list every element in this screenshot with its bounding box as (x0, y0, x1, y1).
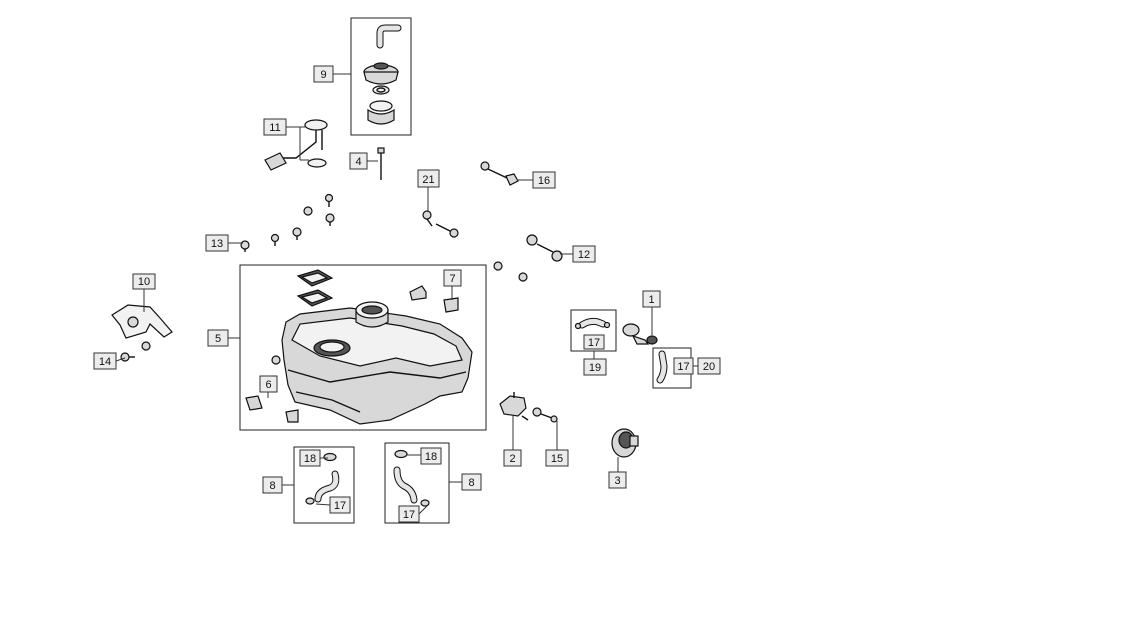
callout-18-left-text: 18 (304, 453, 316, 465)
hose-kit-8-left-part (305, 452, 340, 505)
callout-3: 3 (608, 471, 627, 489)
callout-11: 11 (263, 118, 287, 136)
callout-9: 9 (313, 65, 334, 83)
callout-2-text: 2 (509, 453, 515, 465)
hose-kit-8-right-part (393, 449, 430, 507)
fitting-16-part (480, 161, 519, 186)
callout-8-left-text: 8 (269, 480, 275, 492)
callout-17-kit8-right-text: 17 (403, 509, 415, 521)
callout-5: 5 (207, 329, 229, 347)
callout-7-text: 7 (449, 273, 455, 285)
callout-15: 15 (545, 449, 569, 467)
callout-8-right: 8 (461, 473, 482, 491)
callout-20: 20 (697, 357, 721, 375)
callout-17-kit19-text: 17 (588, 337, 600, 349)
callout-21-text: 21 (422, 174, 434, 186)
callout-4: 4 (349, 152, 368, 170)
callout-3-text: 3 (614, 475, 620, 487)
callout-8-left: 8 (262, 476, 283, 494)
callout-19: 19 (583, 358, 607, 376)
callout-18-right: 18 (420, 447, 442, 465)
callout-17-kit8-left-text: 17 (334, 500, 346, 512)
callout-15-text: 15 (551, 453, 563, 465)
callout-17-kit8-right: 17 (398, 505, 420, 523)
breather-hose-part (376, 24, 402, 49)
kit-8-right-frame (384, 442, 450, 524)
callout-17-kit20-text: 17 (677, 361, 689, 373)
callout-7: 7 (443, 269, 462, 287)
callout-18-right-text: 18 (425, 451, 437, 463)
callout-17-kit19: 17 (583, 334, 605, 350)
cap-gasket-part (372, 85, 390, 95)
callout-4-text: 4 (355, 156, 361, 168)
callout-11-text: 11 (269, 122, 280, 134)
leader-lines (115, 73, 698, 515)
callout-14-text: 14 (99, 356, 111, 368)
callout-6: 6 (259, 375, 278, 393)
long-bolt-part (377, 147, 385, 180)
callout-1: 1 (642, 290, 661, 308)
screws-13-part (240, 193, 335, 252)
callout-12-text: 12 (578, 249, 590, 261)
callout-12: 12 (572, 245, 596, 263)
kit-9-frame (350, 17, 412, 136)
callout-20-text: 20 (703, 361, 715, 373)
bolts-14-part (120, 341, 151, 362)
callout-18-left: 18 (299, 449, 321, 467)
screw-21b-part (435, 223, 459, 238)
callout-16-text: 16 (538, 175, 550, 187)
callout-17-kit20: 17 (673, 357, 694, 375)
callout-8-right-text: 8 (468, 477, 474, 489)
callout-1-text: 1 (648, 294, 654, 306)
clamp-15-part (532, 407, 558, 423)
callout-2: 2 (503, 449, 522, 467)
filler-cap-part (363, 62, 399, 85)
screw-21a-part (422, 210, 433, 227)
callout-6-text: 6 (265, 379, 271, 391)
callout-13: 13 (205, 234, 229, 252)
fittings-12-part (493, 234, 563, 282)
callout-10-text: 10 (138, 276, 150, 288)
callout-13-text: 13 (211, 238, 223, 250)
hose-kit-19-part (574, 317, 611, 330)
damper-7-part (409, 285, 459, 313)
callout-9-text: 9 (320, 69, 326, 81)
callout-14: 14 (93, 352, 117, 370)
fuel-tap-part (499, 392, 529, 421)
fuel-filter-part (622, 323, 658, 345)
fuel-level-sender-part (264, 119, 328, 171)
fuel-tank-frame (239, 264, 487, 431)
hose-kit-20-part (656, 350, 668, 384)
callout-10: 10 (132, 273, 156, 290)
mounting-bracket-part (111, 304, 173, 339)
cap-neck-part (367, 100, 395, 125)
damper-6-part (245, 395, 299, 423)
callout-19-text: 19 (589, 362, 601, 374)
fuel-pump-part (611, 428, 639, 458)
callout-5-text: 5 (215, 333, 221, 345)
fuel-tank-part (271, 269, 473, 425)
callout-17-kit8-left: 17 (329, 496, 351, 514)
callout-21: 21 (417, 169, 440, 188)
callout-16: 16 (532, 171, 556, 189)
